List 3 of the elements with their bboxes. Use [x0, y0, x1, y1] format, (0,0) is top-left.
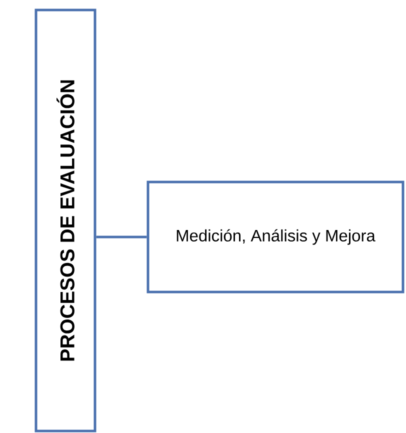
connector-line: [96, 236, 147, 238]
vertical-title-box: PROCESOS DE EVALUACIÓN: [34, 8, 96, 432]
process-box: Medición, Análisis y Mejora: [146, 180, 404, 294]
